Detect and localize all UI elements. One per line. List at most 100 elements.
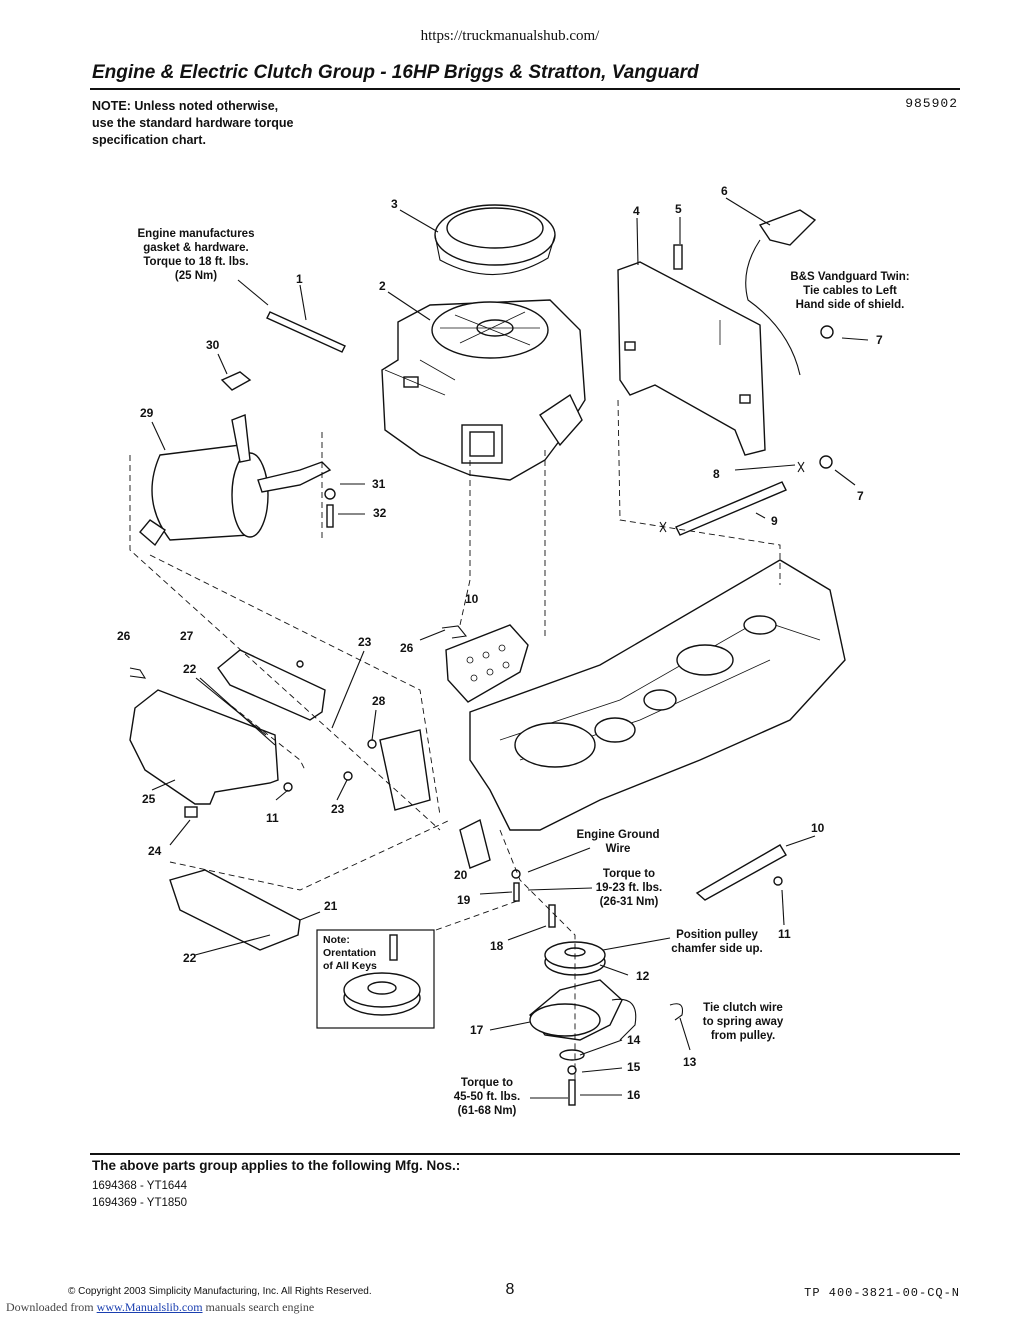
callout-line: Position pulley	[676, 929, 758, 941]
tractor-frame-drawing	[379, 559, 846, 869]
callout-line: Torque to	[602, 868, 656, 880]
download-source: Downloaded from www.Manualslib.com manua…	[6, 1300, 314, 1315]
bracket-10b-drawing	[695, 844, 787, 901]
torque-45-50-callout: Torque to 45-50 ft. lbs. (61-68 Nm)	[444, 1076, 530, 1118]
source-url: https://truckmanualshub.com/	[420, 28, 600, 44]
callout-line: (61-68 Nm)	[457, 1105, 517, 1117]
bolt-11a-drawing	[283, 782, 293, 792]
part-label-22: 22	[183, 951, 197, 965]
bolt-5-drawing	[673, 244, 683, 270]
key-orientation-inset	[316, 929, 435, 1029]
callout-line: Engine manufactures	[137, 228, 255, 240]
lower-shield-drawing	[169, 869, 301, 951]
part-label-10: 10	[811, 821, 825, 835]
callout-line: gasket & hardware.	[143, 242, 249, 254]
washer-15-drawing	[567, 1065, 577, 1075]
part-label-16: 16	[627, 1088, 641, 1102]
part-label-2: 2	[379, 279, 386, 293]
engine-ground-callout: Engine Ground Wire	[570, 828, 666, 856]
part-label-21: 21	[324, 899, 338, 913]
washer-31-drawing	[324, 488, 336, 500]
part-label-5: 5	[675, 202, 682, 216]
ignition-cable-drawing	[745, 209, 817, 376]
mfg-number: 1694369 - YT1850	[92, 1197, 188, 1209]
spacer-24-drawing	[184, 806, 198, 818]
callout-line: 45-50 ft. lbs.	[453, 1091, 521, 1103]
copyright-notice: © Copyright 2003 Simplicity Manufacturin…	[68, 1286, 372, 1297]
callout-line: B&S Vandguard Twin:	[790, 271, 910, 283]
nut-23a-drawing	[296, 660, 304, 668]
footer-rule	[90, 1153, 960, 1155]
engine-shield-drawing	[617, 261, 766, 456]
bolt-16-drawing	[568, 1079, 576, 1106]
air-cleaner-cover-drawing	[434, 204, 556, 276]
callout-line: (26-31 Nm)	[599, 896, 659, 908]
nut-23b-drawing	[343, 771, 353, 781]
part-label-23: 23	[331, 802, 345, 816]
part-label-20: 20	[454, 868, 468, 882]
part-label-23: 23	[358, 635, 372, 649]
engine-drawing	[381, 299, 586, 481]
bracket-10-drawing	[445, 624, 529, 703]
document-number: 985902	[905, 96, 958, 111]
callout-line: Tie cables to Left	[803, 285, 897, 297]
part-label-28: 28	[372, 694, 386, 708]
callout-line: Orentation	[323, 947, 377, 959]
applies-heading: The above parts group applies to the fol…	[92, 1158, 461, 1173]
callout-line: 19-23 ft. lbs.	[595, 882, 663, 894]
tie-clip-7b-drawing	[819, 455, 833, 469]
download-suffix: manuals search engine	[205, 1300, 315, 1314]
bolt-19-drawing	[513, 882, 520, 902]
tie-clutch-wire-callout: Tie clutch wire to spring away from pull…	[692, 1001, 794, 1043]
part-label-11: 11	[266, 811, 279, 825]
manualslib-link[interactable]: www.Manualslib.com	[96, 1300, 203, 1314]
part-label-29: 29	[140, 406, 154, 420]
engine-manufactures-callout: Engine manufactures gasket & hardware. T…	[126, 227, 266, 283]
part-label-27: 27	[180, 629, 194, 643]
belt-guard-drawing	[129, 649, 326, 805]
bolt-28-drawing	[367, 739, 377, 749]
part-label-32: 32	[373, 506, 387, 520]
callout-line: chamfer side up.	[671, 943, 763, 955]
part-label-26: 26	[400, 641, 414, 655]
tp-number: TP 400-3821-00-CQ-N	[804, 1286, 960, 1300]
part-label-10: 10	[465, 592, 479, 606]
part-label-1: 1	[296, 272, 303, 286]
part-label-18: 18	[490, 939, 504, 953]
callout-line: Hand side of shield.	[795, 299, 905, 311]
clip-26a-drawing	[129, 667, 147, 679]
callout-line: Note:	[323, 934, 350, 946]
callout-line: from pulley.	[710, 1030, 776, 1042]
callout-line: of All Keys	[323, 960, 377, 972]
part-label-7: 7	[857, 489, 864, 503]
hose-drawing	[659, 461, 805, 536]
callout-line: (25 Nm)	[174, 270, 218, 282]
part-label-7: 7	[876, 333, 883, 347]
clip-13-drawing	[669, 1003, 684, 1021]
page-number: 8	[505, 1281, 515, 1298]
page-title: Engine & Electric Clutch Group - 16HP Br…	[92, 62, 699, 83]
part-label-17: 17	[470, 1023, 484, 1037]
part-label-4: 4	[633, 204, 640, 218]
callout-line: Wire	[605, 843, 631, 855]
note-line: NOTE: Unless noted otherwise,	[92, 99, 279, 113]
torque-note: NOTE: Unless noted otherwise, use the st…	[92, 98, 293, 149]
part-label-26: 26	[117, 629, 131, 643]
part-label-11: 11	[778, 927, 791, 941]
note-line: specification chart.	[92, 133, 206, 147]
download-prefix: Downloaded from	[6, 1300, 94, 1314]
part-label-19: 19	[457, 893, 471, 907]
exhaust-gasket-drawing	[220, 371, 252, 391]
clip-26b-drawing	[441, 625, 468, 639]
vanguard-cable-callout: B&S Vandguard Twin: Tie cables to Left H…	[780, 270, 920, 312]
electric-clutch-drawing	[529, 979, 637, 1041]
note-line: use the standard hardware torque	[92, 116, 294, 130]
callout-line: Torque to 18 ft. lbs.	[143, 256, 249, 268]
part-label-24: 24	[148, 844, 162, 858]
washer-14-drawing	[559, 1049, 585, 1061]
part-label-14: 14	[627, 1033, 641, 1047]
callout-line: Tie clutch wire	[703, 1002, 783, 1014]
part-label-6: 6	[721, 184, 728, 198]
part-label-31: 31	[372, 477, 386, 491]
